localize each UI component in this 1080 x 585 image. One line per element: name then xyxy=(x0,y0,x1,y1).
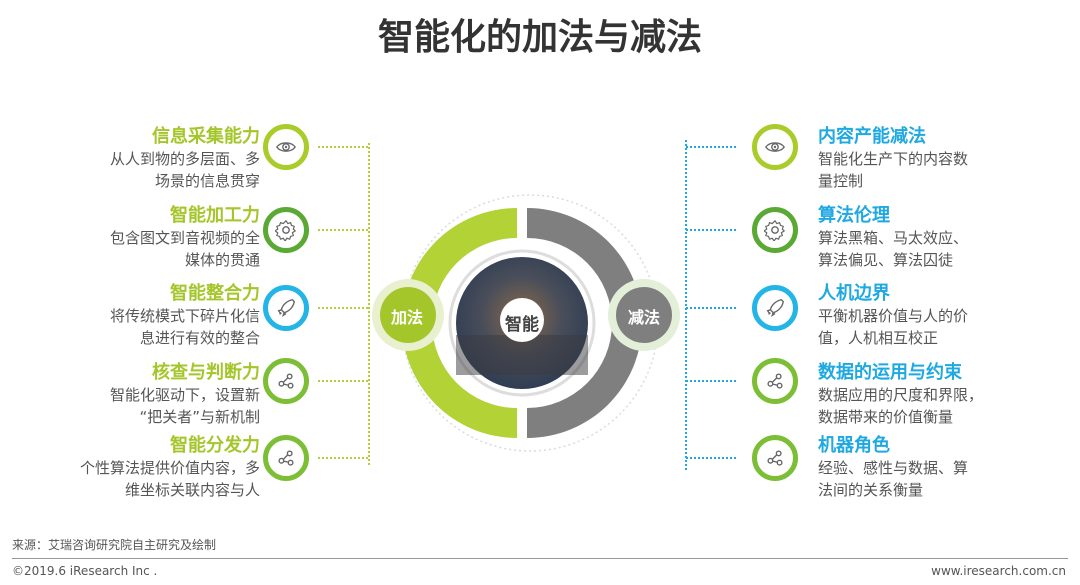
right-item: 内容产能减法智能化生产下的内容数量控制 xyxy=(818,126,1058,192)
connector-line xyxy=(686,307,736,309)
left-item: 智能分发力个性算法提供价值内容，多维坐标关联内容与人 xyxy=(20,435,260,501)
item-description: 算法黑箱、马太效应、 xyxy=(818,229,969,247)
item-description: 从人到物的多层面、多 xyxy=(109,150,260,168)
share-icon xyxy=(752,435,798,481)
copyright: ©2019.6 iResearch Inc . xyxy=(12,564,158,578)
connector-line xyxy=(318,380,368,382)
item-description: 数据带来的价值衡量 xyxy=(818,408,954,426)
right-item: 机器角色经验、感性与数据、算法间的关系衡量 xyxy=(818,435,1058,501)
item-description: 将传统模式下碎片化信 xyxy=(109,307,260,325)
item-description: 包含图文到音视频的全 xyxy=(109,229,260,247)
left-item: 核查与判断力智能化驱动下，设置新 “把关者”与新机制 xyxy=(20,362,260,428)
item-description: 媒体的贯通 xyxy=(184,251,260,269)
item-description: 维坐标关联内容与人 xyxy=(124,481,260,499)
right-item: 人机边界平衡机器价值与人的价值，人机相互校正 xyxy=(818,283,1058,349)
item-heading: 智能整合力 xyxy=(170,283,260,304)
footer-divider xyxy=(12,558,1068,559)
item-description: 智能化生产下的内容数 xyxy=(818,150,969,168)
item-heading: 核查与判断力 xyxy=(152,362,260,383)
item-description: “把关者”与新机制 xyxy=(139,408,260,426)
plus-label: 加法 xyxy=(390,308,423,327)
item-description: 经验、感性与数据、算 xyxy=(818,459,969,477)
share-icon xyxy=(263,358,309,404)
right-item: 算法伦理算法黑箱、马太效应、算法偏见、算法囚徒 xyxy=(818,205,1058,271)
left-item: 信息采集能力从人到物的多层面、多场景的信息贯穿 xyxy=(20,126,260,192)
item-description: 个性算法提供价值内容，多 xyxy=(79,459,260,477)
item-description: 息进行有效的整合 xyxy=(139,329,260,347)
center-diagram xyxy=(372,194,680,452)
item-description: 场景的信息贯穿 xyxy=(154,172,260,190)
gear-icon xyxy=(263,207,309,253)
item-heading: 算法伦理 xyxy=(818,205,890,226)
share-icon xyxy=(752,358,798,404)
item-description: 算法偏见、算法囚徒 xyxy=(818,251,954,269)
connector-line xyxy=(318,457,368,459)
right-item: 数据的运用与约束数据应用的尺度和界限， 数据带来的价值衡量 xyxy=(818,362,1058,428)
item-description: 值，人机相互校正 xyxy=(818,329,939,347)
item-description: 法间的关系衡量 xyxy=(818,481,924,499)
item-description: 智能化驱动下，设置新 xyxy=(109,386,260,404)
source-note: 来源：艾瑞咨询研究院自主研究及绘制 xyxy=(12,538,217,552)
gear-icon xyxy=(752,207,798,253)
eye-icon xyxy=(263,124,309,170)
connector-line xyxy=(686,146,736,148)
item-heading: 机器角色 xyxy=(818,435,890,456)
left-connector xyxy=(368,143,370,465)
item-heading: 人机边界 xyxy=(818,283,890,304)
share-icon xyxy=(263,435,309,481)
item-heading: 内容产能减法 xyxy=(818,126,926,147)
rocket-icon xyxy=(752,285,798,331)
connector-line xyxy=(318,229,368,231)
plus-arc xyxy=(402,208,517,438)
connector-line xyxy=(318,146,368,148)
item-heading: 智能分发力 xyxy=(170,435,260,456)
connector-line xyxy=(686,380,736,382)
rocket-icon xyxy=(263,285,309,331)
item-heading: 智能加工力 xyxy=(170,205,260,226)
item-description: 数据应用的尺度和界限， xyxy=(818,386,984,404)
item-description: 平衡机器价值与人的价 xyxy=(818,307,969,325)
item-description: 量控制 xyxy=(818,172,864,190)
connector-line xyxy=(686,229,736,231)
connector-line xyxy=(318,307,368,309)
item-heading: 数据的运用与约束 xyxy=(818,362,962,383)
minus-label: 减法 xyxy=(627,308,660,327)
right-connector xyxy=(685,140,687,470)
left-item: 智能加工力包含图文到音视频的全媒体的贯通 xyxy=(20,205,260,271)
minus-arc xyxy=(527,208,642,438)
page-title: 智能化的加法与减法 xyxy=(377,17,702,58)
connector-line xyxy=(686,457,736,459)
center-label: 智能 xyxy=(505,315,539,335)
left-item: 智能整合力将传统模式下碎片化信息进行有效的整合 xyxy=(20,283,260,349)
website: www.iresearch.com.cn xyxy=(931,564,1066,578)
item-heading: 信息采集能力 xyxy=(152,126,260,147)
eye-icon xyxy=(752,124,798,170)
